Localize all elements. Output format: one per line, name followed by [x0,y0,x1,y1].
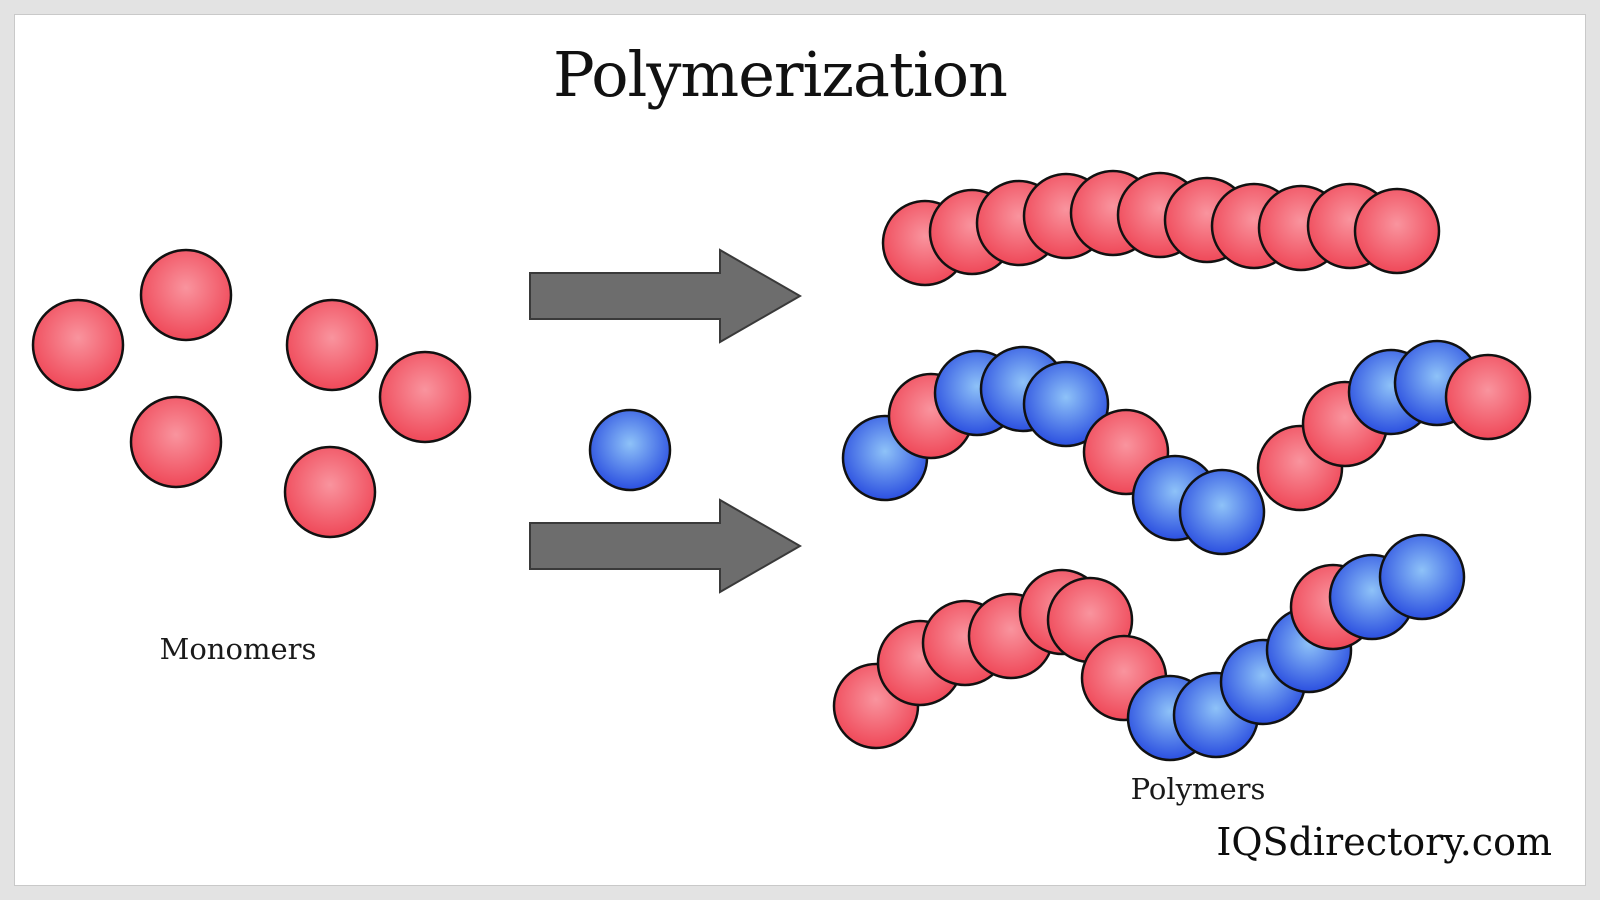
polymer-chain-middle-circle [1178,468,1266,556]
watermark-text: IQSdirectory.com [1216,820,1552,864]
polymer-chain-middle-circle [1444,353,1532,441]
monomers-label: Monomers [159,632,317,666]
diagram-title: Polymerization [553,38,1008,111]
reaction-arrow-1 [529,248,803,344]
monomer-circle [285,298,379,392]
polymer-chain-bottom-circle [1378,533,1466,621]
monomer-circle [283,445,377,539]
monomer-circle [31,298,125,392]
polymer-chain-middle-circle [1022,360,1110,448]
monomer-circle [139,248,233,342]
reaction-arrow-2 [529,498,803,594]
polymers-label: Polymers [1130,772,1266,806]
monomer-circle [129,395,223,489]
polymer-chain-top-circle [1353,187,1441,275]
monomer-circle [378,350,472,444]
catalyst-monomer-circle [588,408,672,492]
